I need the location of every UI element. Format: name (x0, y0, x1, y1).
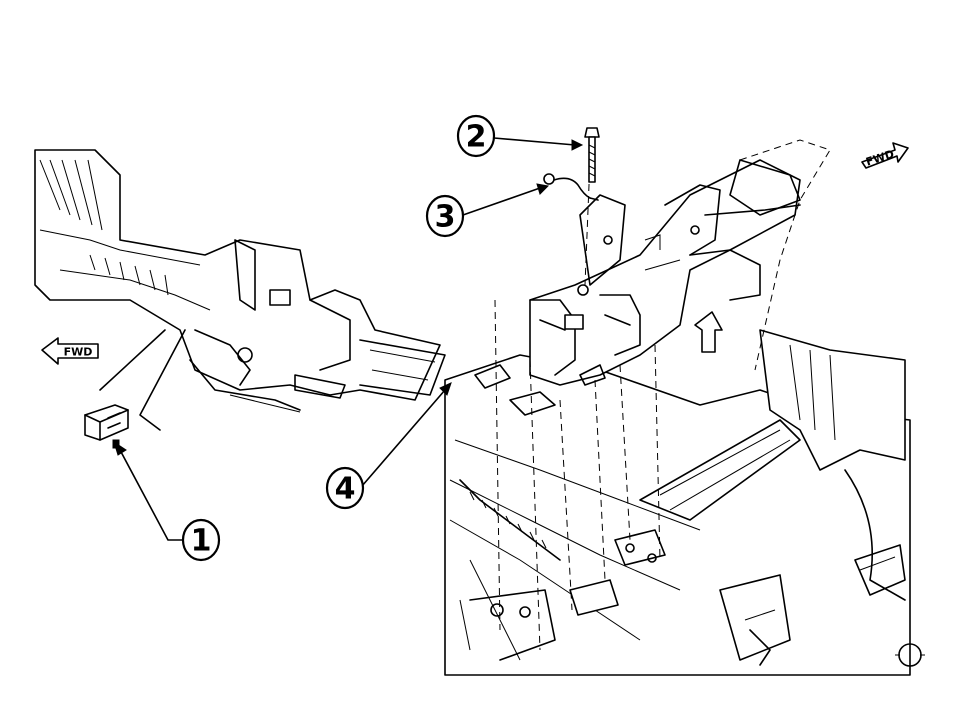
fwd-label-left: FWD (64, 346, 93, 359)
part-3-ground-wire (543, 173, 599, 201)
mounting-plates (474, 364, 666, 616)
alignment-lines (494, 139, 831, 651)
fwd-label-right: FWD (864, 147, 895, 168)
callout-2: 2 (456, 114, 584, 158)
callout-3-label: 3 (435, 200, 456, 235)
up-arrow (694, 311, 723, 353)
callout-1: 1 (113, 440, 221, 562)
crossmember-bracket-assembly (529, 159, 801, 386)
right-view-body-floor (444, 329, 925, 676)
callout-4-label: 4 (335, 472, 356, 507)
fwd-arrow-right: FWD (861, 142, 909, 169)
callout-4: 4 (325, 382, 452, 510)
callout-2-label: 2 (466, 120, 487, 155)
callout-1-label: 1 (191, 524, 212, 559)
part-2-bolt (584, 127, 600, 183)
fwd-arrow-left: FWD (41, 337, 99, 365)
left-view-frame-assembly (34, 149, 446, 431)
part-1-clip (84, 404, 129, 449)
callout-3: 3 (425, 183, 550, 238)
